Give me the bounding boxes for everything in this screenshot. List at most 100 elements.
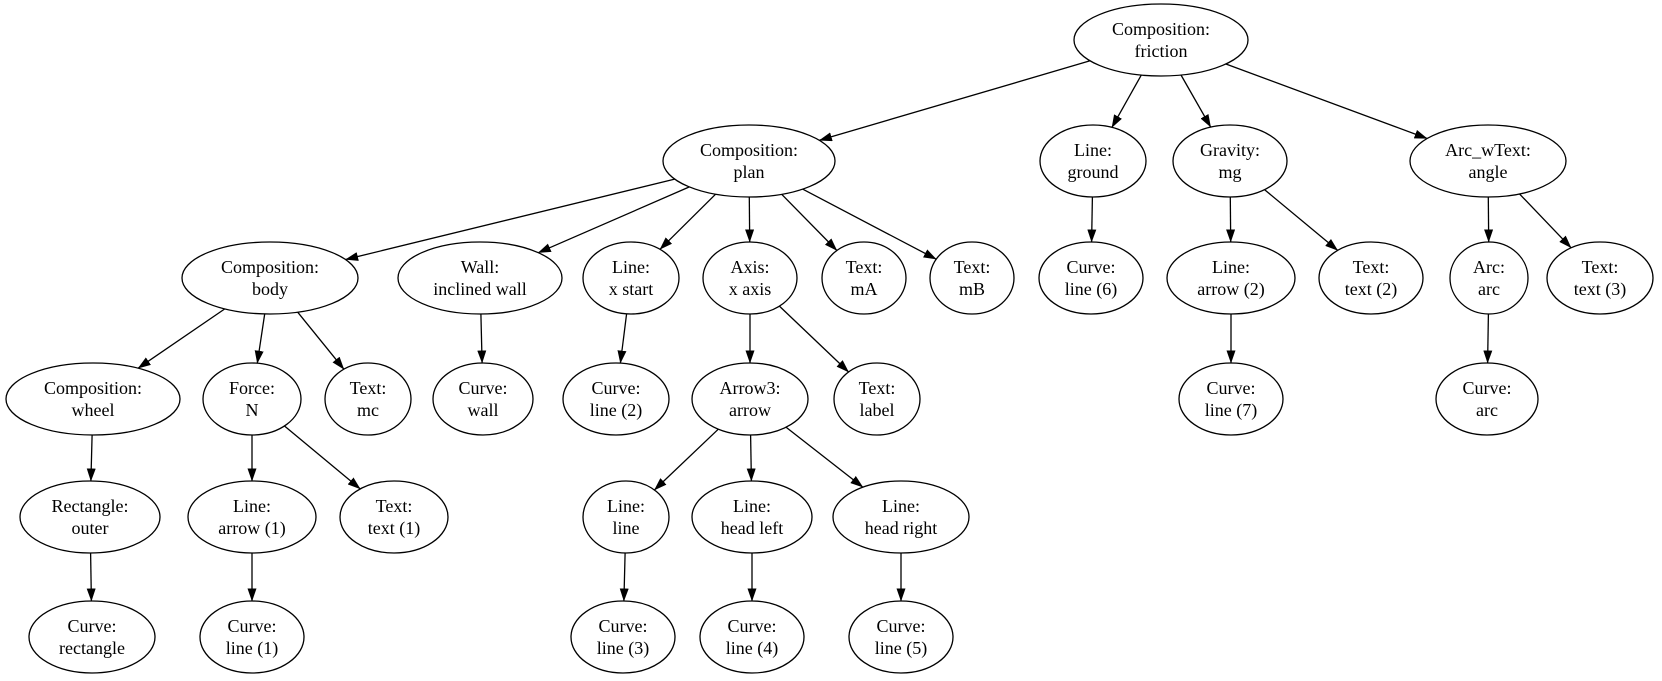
node-text3: Text:text (3) [1546,241,1654,315]
node-ellipse [1449,241,1529,315]
node-label: Rectangle:outer [52,496,129,538]
node-label: Curve:line (5) [875,616,927,659]
node-label-line: Curve: [228,616,277,636]
node-label-line: Line: [607,496,645,516]
node-mg: Gravity:mg [1172,124,1288,198]
edge-wheel-outer [86,434,96,482]
node-ellipse [582,480,670,554]
node-label: Text:text (1) [368,496,420,539]
node-ellipse [929,241,1015,315]
node-label: Text:label [833,362,921,436]
node-ellipse [187,480,317,554]
node-label-line: Composition: [221,257,319,277]
node-friction: Composition:friction [1073,3,1249,77]
node-label: Curve:wall [459,378,508,420]
node-label-line: Force: [229,378,275,398]
node-ellipse [699,600,805,674]
node-label-line: N [246,400,259,420]
node-label: Curve:line (4) [726,616,778,659]
node-text1: Text:text (1) [339,480,449,554]
node-label: Curve:line (7) [1205,378,1257,421]
node-label-line: Line: [612,257,650,277]
node-ellipse [19,480,161,554]
edge-mg-text2 [1264,189,1339,251]
node-label-line: Line: [233,496,271,516]
node-ellipse [1546,241,1654,315]
node-label: Curve:rectangle [59,616,125,658]
node-ellipse [324,362,412,436]
node-ellipse [691,480,813,554]
node-ellipse [397,241,563,315]
node-label-line: Text: [954,257,991,277]
node-label-line: x axis [729,279,772,299]
node-ellipse [821,241,907,315]
node-ellipse [1166,241,1296,315]
node-label: Curve:line (3) [597,616,649,659]
node-label-line: Text: [1353,257,1390,277]
edge-friction-angle [1225,63,1428,140]
edge-friction-ground [1111,74,1142,128]
node-label-line: ground [1068,162,1119,182]
node-headleft: Line:head left [691,480,813,554]
node-arrow2: Line:arrow (2) [1166,241,1296,315]
node-ellipse [691,362,809,436]
node-label-line: Rectangle: [52,496,129,516]
edges-layer [86,60,1572,602]
node-label-line: Text: [1582,257,1619,277]
node-headright: Line:head right [832,480,970,554]
node-label-line: angle [1469,162,1508,182]
node-mc: Text:mc [324,362,412,436]
node-lineline: Line:line [582,480,670,554]
node-label-line: body [252,279,288,299]
node-label-line: Arrow3: [720,378,781,398]
node-label-line: text (2) [1345,279,1397,300]
node-line5: Curve:line (5) [848,600,954,674]
node-ellipse [1318,241,1424,315]
node-line2: Curve:line (2) [562,362,670,436]
node-label-line: arc [1478,279,1500,299]
node-text2: Text:text (2) [1318,241,1424,315]
node-label-line: wall [468,400,499,420]
node-label-line: Curve: [459,378,508,398]
node-label-line: Wall: [461,257,500,277]
node-label-line: rectangle [59,638,125,658]
edge-xaxis-label [778,305,850,373]
edge-plan-body [345,178,675,261]
node-label: Curve:line (2) [590,378,642,421]
edge-plan-wall [537,186,690,254]
edge-friction-plan [818,60,1091,142]
node-ellipse [1435,362,1539,436]
node-ellipse [582,241,680,315]
node-label: Text:mB [954,257,991,299]
node-ellipse [5,362,181,436]
edge-outer-rectangle [86,552,96,602]
node-label-line: Line: [1212,257,1250,277]
node-label: Text:mc [350,378,387,420]
edge-forceN-text1 [284,425,361,490]
edge-arrow3-headleft [746,434,756,482]
node-label-line: Composition: [44,378,142,398]
node-label-line: inclined wall [433,279,526,299]
node-plan: Composition:plan [662,124,836,198]
node-arrow3: Arrow3:arrow [691,362,809,436]
edge-body-wheel [137,308,226,369]
edge-arrow3-headright [785,426,864,488]
node-label: Line:ground [1068,140,1119,182]
node-line3: Curve:line (3) [570,600,676,674]
node-label: Arc_wText:angle [1445,140,1531,182]
node-label-line: line (6) [1065,279,1117,300]
node-label-line: Curve: [1463,378,1512,398]
node-label: Composition:body [221,257,319,299]
node-label-line: mA [851,279,878,299]
node-label-line: Axis: [730,257,769,277]
node-ellipse [1039,124,1147,198]
node-arrow1: Line:arrow (1) [187,480,317,554]
node-label-line: mB [959,279,985,299]
node-label-line: line (7) [1205,400,1257,421]
node-label-line: outer [72,518,109,538]
node-wall: Wall:inclined wall [397,241,563,315]
node-label: Arc:arc [1473,257,1505,299]
node-wheel: Composition:wheel [5,362,181,436]
node-label: Text:text (2) [1345,257,1397,300]
